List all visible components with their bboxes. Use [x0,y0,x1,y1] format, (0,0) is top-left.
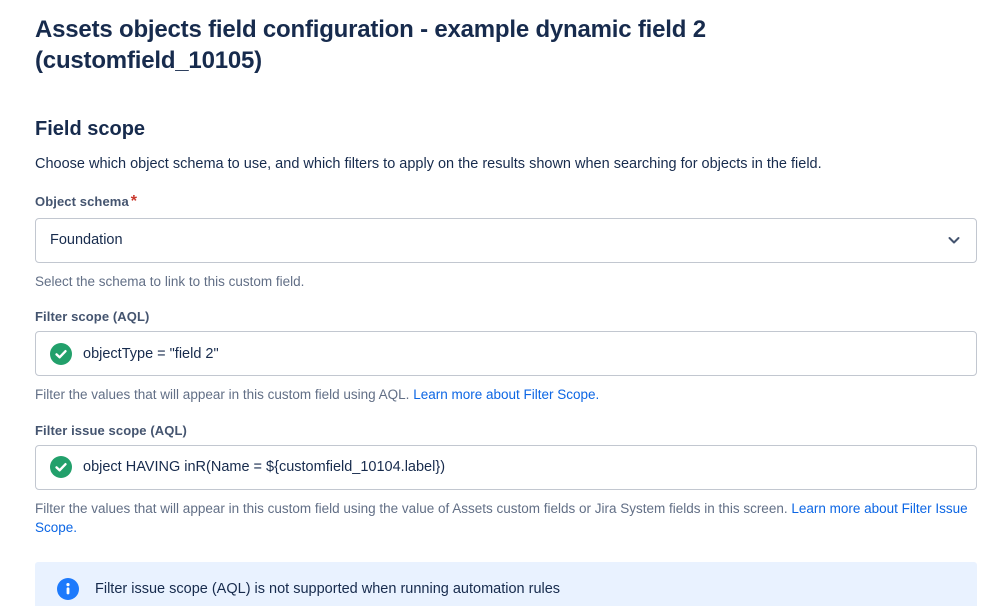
filter-scope-value: objectType = "field 2" [83,345,219,362]
object-schema-select[interactable]: Foundation [35,217,977,263]
filter-issue-scope-learn-more-link[interactable]: Learn more about Filter Issue Scope. [35,500,968,536]
filter-issue-scope-input[interactable]: object HAVING inR(Name = ${customfield_1… [35,444,977,490]
check-circle-icon [50,456,72,479]
filter-issue-scope-help: Filter the values that will appear in th… [35,499,977,538]
info-banner: Filter issue scope (AQL) is not supporte… [35,561,977,606]
filter-issue-scope-label: Filter issue scope (AQL) [35,422,187,438]
object-schema-selected-value: Foundation [50,232,123,249]
field-scope-heading: Field scope [35,118,146,141]
chevron-down-icon [946,232,962,248]
filter-scope-field-group: Filter scope (AQL) objectType = "field 2… [35,309,977,405]
filter-scope-learn-more-link[interactable]: Learn more about Filter Scope. [413,387,600,403]
filter-scope-help: Filter the values that will appear in th… [35,385,977,405]
filter-issue-scope-field-group: Filter issue scope (AQL) object HAVING i… [35,423,977,538]
filter-scope-input[interactable]: objectType = "field 2" [35,331,977,377]
filter-scope-help-text: Filter the values that will appear in th… [35,387,414,403]
check-circle-icon [50,342,72,365]
required-asterisk: * [130,192,138,210]
filter-scope-label: Filter scope (AQL) [35,309,150,325]
field-scope-description: Choose which object schema to use, and w… [35,156,822,173]
object-schema-help: Select the schema to link to this custom… [35,273,305,289]
filter-issue-scope-help-text: Filter the values that will appear in th… [35,500,792,516]
info-icon [57,577,79,600]
page-title: Assets objects field configuration - exa… [35,16,706,74]
filter-issue-scope-value: object HAVING inR(Name = ${customfield_1… [83,459,446,476]
info-banner-text: Filter issue scope (AQL) is not supporte… [95,580,561,597]
object-schema-field-group: Object schema* Foundation Select the sch… [35,193,977,292]
object-schema-label: Object schema [35,193,129,209]
